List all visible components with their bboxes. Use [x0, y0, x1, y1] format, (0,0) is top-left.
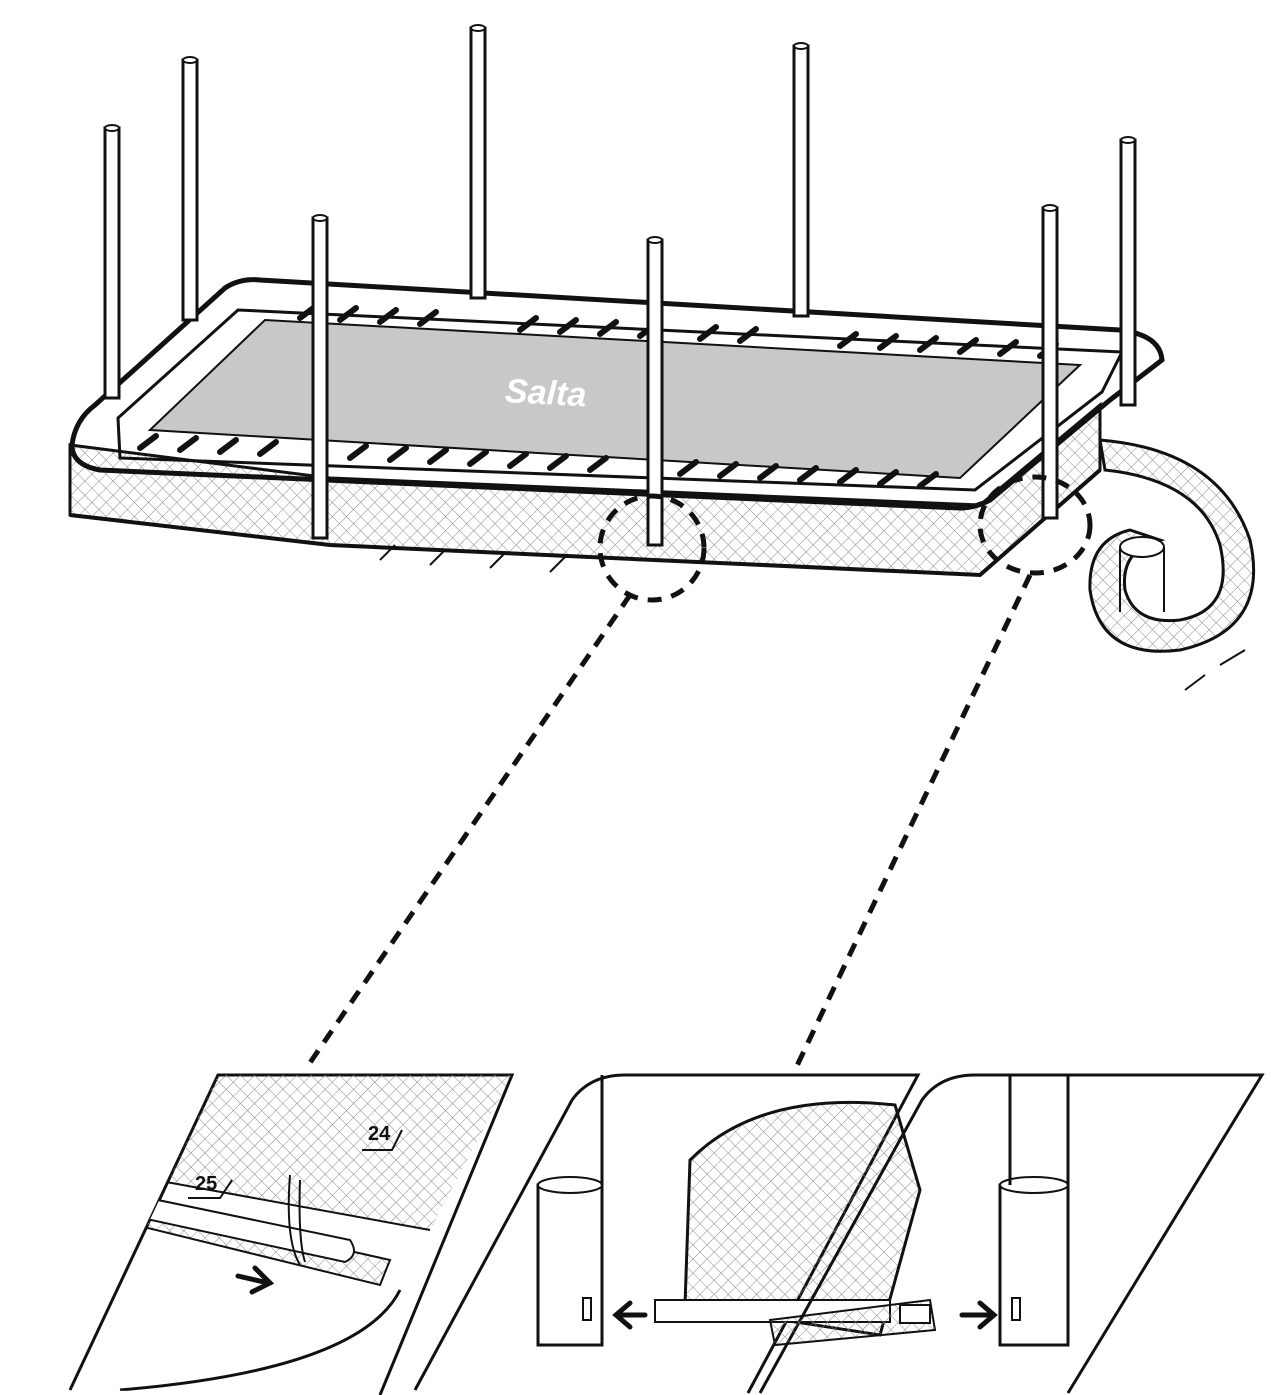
- rolled-net: [1088, 438, 1256, 653]
- brand-logo: Salta: [504, 372, 587, 414]
- detail-circle-right: [977, 474, 1093, 576]
- trampoline-illustration: [68, 24, 1256, 691]
- detail-circle-left: [597, 493, 707, 603]
- enclosure-poles: [103, 26, 1137, 547]
- callout-25: 25: [188, 1173, 233, 1199]
- leader-line-left: [302, 593, 633, 1072]
- detail-panel-a: 24 25: [68, 1073, 515, 1395]
- arrow-right-icon: [235, 1265, 275, 1295]
- frame-tube: [69, 277, 1165, 511]
- arrow-left-icon: [612, 1300, 648, 1330]
- detail-markers: [302, 474, 1093, 1072]
- svg-text:24: 24: [368, 1123, 391, 1145]
- arrow-right-icon: [959, 1300, 998, 1330]
- callout-24: 24: [362, 1123, 403, 1151]
- svg-text:25: 25: [195, 1173, 217, 1195]
- detail-panel-b: [413, 1073, 922, 1394]
- leader-line-right: [792, 573, 1033, 1072]
- jumping-mat: [147, 318, 1083, 480]
- detail-panel-c: [758, 1073, 1265, 1394]
